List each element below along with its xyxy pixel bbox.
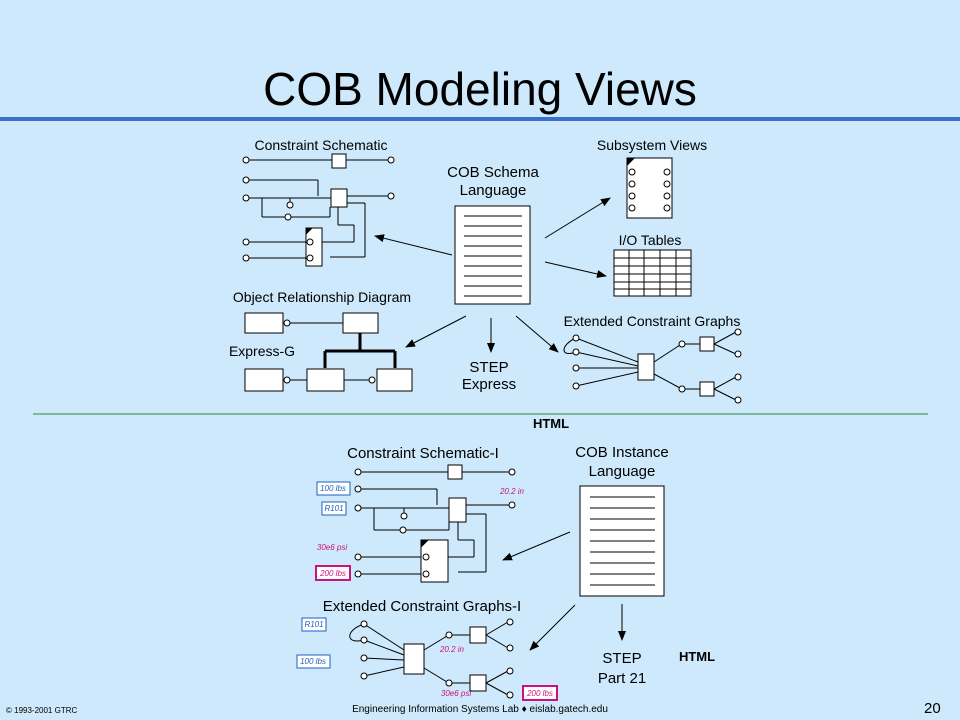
tag-100lbs-a: 100 lbs <box>320 484 346 493</box>
constraint-schematic-diagram: Constraint Schematic <box>242 137 395 267</box>
footer-site: eislab.gatech.edu <box>529 704 608 715</box>
diamond-icon: ♦ <box>521 704 527 715</box>
slide-title: COB Modeling Views <box>263 63 697 115</box>
express-g-diagram: Express-G <box>229 333 413 392</box>
instance-language-line1: COB Instance <box>575 444 668 461</box>
step-express-line1: STEP <box>469 359 508 376</box>
title-rule <box>0 117 960 121</box>
tag-psi-b: 30e6 psi <box>441 689 471 698</box>
step-express-line2: Express <box>462 376 516 393</box>
tag-100lbs-b: 100 lbs <box>300 657 326 666</box>
tag-202in-b: 20.2 in <box>439 645 465 654</box>
cob-instance-document: COB Instance Language <box>575 444 669 597</box>
schema-language-line2: Language <box>460 182 527 199</box>
tag-200lbs-a: 200 lbs <box>319 569 346 578</box>
subsystem-views-diagram: Subsystem Views <box>597 137 707 219</box>
constraint-schematic-label: Constraint Schematic <box>254 137 387 153</box>
schema-page <box>454 205 531 305</box>
object-relationship-label: Object Relationship Diagram <box>233 289 411 305</box>
bottom-arrows <box>502 531 626 651</box>
html-label-bottom: HTML <box>679 649 715 664</box>
extended-constraint-graphs-i-diagram: Extended Constraint Graphs-I <box>323 598 521 699</box>
io-tables-label: I/O Tables <box>619 232 682 248</box>
page-number: 20 <box>924 700 941 717</box>
subsystem-views-label: Subsystem Views <box>597 137 707 153</box>
html-label-top: HTML <box>533 416 569 431</box>
constraint-schematic-i-diagram: Constraint Schematic-I <box>347 445 516 583</box>
extended-constraint-graphs-diagram: Extended Constraint Graphs <box>563 313 742 404</box>
tag-r101-b: R101 <box>304 620 323 629</box>
tag-202in-a: 20.2 in <box>499 487 525 496</box>
tag-psi-a: 30e6 psi <box>317 543 347 552</box>
constraint-schematic-i-tags: 100 lbs R101 20.2 in 30e6 psi 200 lbs <box>315 481 525 581</box>
object-relationship-diagram: Object Relationship Diagram <box>233 289 411 334</box>
footer-credit: Engineering Information Systems Lab ♦ ei… <box>0 704 960 715</box>
tag-200lbs-b: 200 lbs <box>526 689 553 698</box>
step-part21-label: STEP Part 21 <box>598 650 646 687</box>
step-express-label: STEP Express <box>462 359 516 393</box>
extended-graphs-i-tags: R101 100 lbs 20.2 in 30e6 psi 200 lbs <box>296 617 558 701</box>
extended-graphs-i-label: Extended Constraint Graphs-I <box>323 598 521 615</box>
step-part21-line1: STEP <box>602 650 641 667</box>
schema-language-line1: COB Schema <box>447 164 539 181</box>
step-part21-line2: Part 21 <box>598 670 646 687</box>
instance-language-line2: Language <box>589 463 656 480</box>
extended-graphs-label: Extended Constraint Graphs <box>564 313 741 329</box>
top-arrows <box>374 197 611 353</box>
copyright: © 1993-2001 GTRC <box>6 706 78 715</box>
io-tables-diagram: I/O Tables <box>613 232 692 297</box>
footer-lab: Engineering Information Systems Lab <box>352 704 519 715</box>
express-g-label: Express-G <box>229 343 295 359</box>
constraint-schematic-i-label: Constraint Schematic-I <box>347 445 499 462</box>
tag-r101-a: R101 <box>324 504 343 513</box>
cob-schema-document: COB Schema Language <box>447 164 540 305</box>
